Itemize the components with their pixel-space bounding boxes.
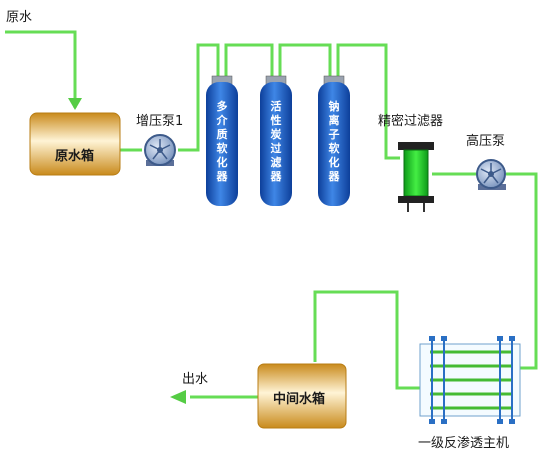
multimedia-softener-label: 多介质软化器 (216, 100, 228, 183)
ro-unit-label: 一级反渗透主机 (418, 436, 510, 451)
raw-water-tank (29, 112, 121, 176)
sodium-to-precision-pipe (336, 43, 400, 160)
booster-to-multimedia-pipe (178, 43, 220, 152)
outlet-water-label: 出水 (182, 372, 209, 387)
booster-pump (144, 134, 176, 166)
precision-filter (398, 142, 434, 212)
precision-filter-label: 精密过滤器 (378, 114, 444, 129)
outlet-arrow (170, 390, 186, 404)
activated-carbon-filter-vessel (260, 75, 292, 206)
ro-unit (419, 336, 521, 424)
carbon-to-sodium-pipe (278, 43, 332, 80)
raw-water-label: 原水 (6, 10, 33, 25)
sodium-ion-softener-label: 钠离子软化器 (328, 100, 340, 183)
sodium-ion-softener-vessel (318, 75, 350, 206)
intermediate-tank-label: 中间水箱 (273, 392, 326, 407)
intermediate-water-tank (257, 363, 347, 429)
raw-water-tank-label: 原水箱 (55, 149, 95, 164)
ro-to-intermediate-pipe (313, 290, 420, 390)
raw-water-inlet-pipe (5, 30, 77, 108)
hp-pump-to-ro-pipe (506, 172, 538, 370)
activated-carbon-filter-label: 活性炭过滤器 (270, 100, 282, 183)
multimedia-to-carbon-pipe (224, 43, 274, 80)
pipes (5, 30, 538, 399)
high-pressure-pump-label: 高压泵 (466, 134, 506, 149)
raw-water-arrow (68, 98, 82, 110)
high-pressure-pump (476, 159, 506, 190)
multimedia-softener-vessel (206, 75, 238, 206)
booster-pump-label: 增压泵1 (136, 114, 184, 129)
